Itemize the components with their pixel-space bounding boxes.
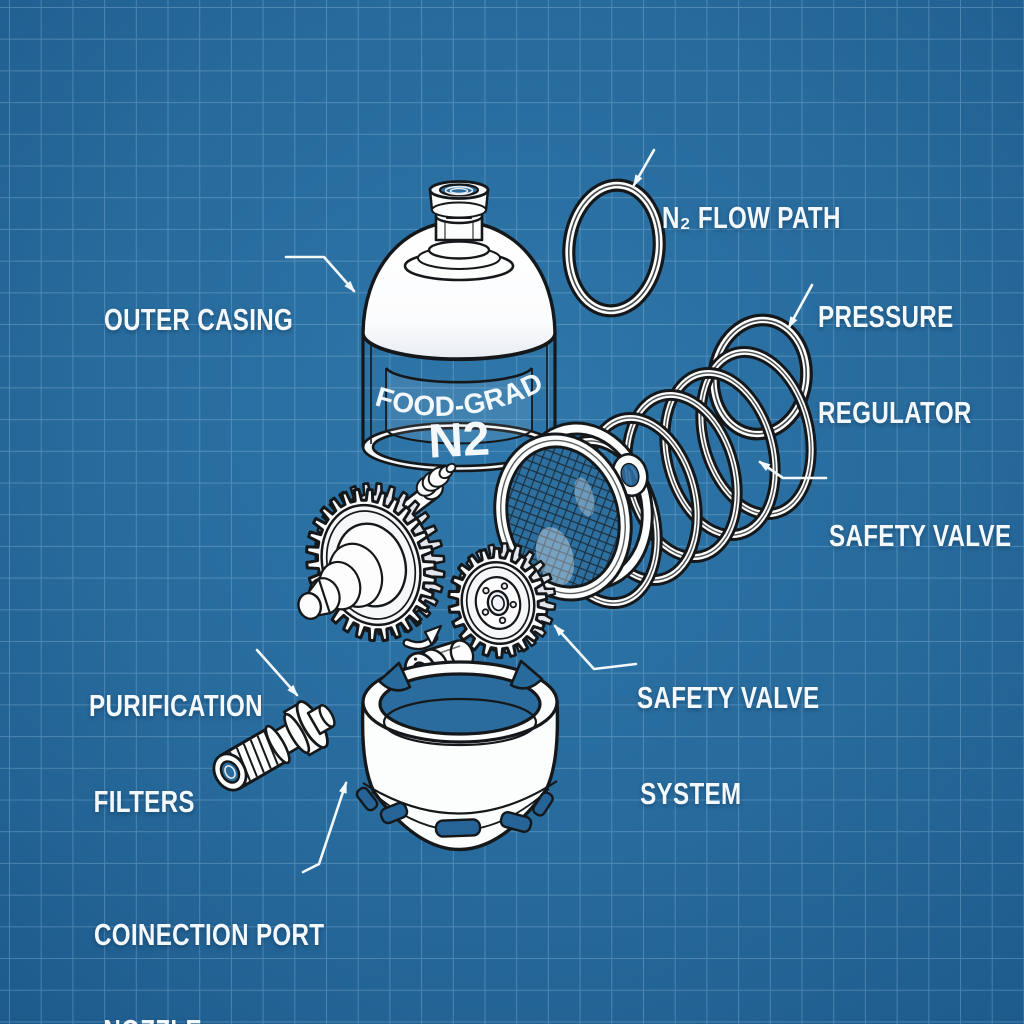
label-purification-filters: PURIFICATION FILTERS [89, 688, 263, 819]
cup-vent-slots [355, 786, 554, 838]
canister-print-n2: N2 [427, 412, 491, 468]
flow-path-ring [562, 178, 666, 318]
regulator-gear-large [297, 462, 457, 643]
mesh-filter-screen [493, 421, 654, 602]
leader-purification [255, 648, 299, 697]
safety-valve-gear-small [447, 542, 557, 660]
label-outer-casing: OUTER CASING [104, 302, 294, 337]
label-safety-valve-system: SAFETY VALVE SYSTEM [637, 680, 820, 811]
leader-lines [255, 148, 828, 874]
connection-port-cup [355, 659, 560, 852]
label-connection-port-nozzle: COINECTION PORT NOZZLE [94, 917, 325, 1024]
leader-pressure-regulator [787, 283, 814, 329]
canister-neck-valve [403, 180, 515, 282]
label-safety-valve: SAFETY VALVE [829, 518, 1012, 553]
leader-outer-casing [284, 255, 356, 293]
label-pressure-regulator: PRESSURE REGULATOR [818, 299, 972, 430]
purification-filter-fitting [212, 700, 336, 792]
leader-valve-system [553, 624, 638, 671]
cup-rim-notches [377, 659, 544, 692]
leader-flow-path [632, 148, 656, 187]
leader-connection-port [301, 781, 348, 874]
leader-safety-valve [758, 460, 828, 480]
label-n2-flow-path: N₂ FLOW PATH [662, 200, 841, 235]
assembly-arrow [402, 624, 443, 651]
